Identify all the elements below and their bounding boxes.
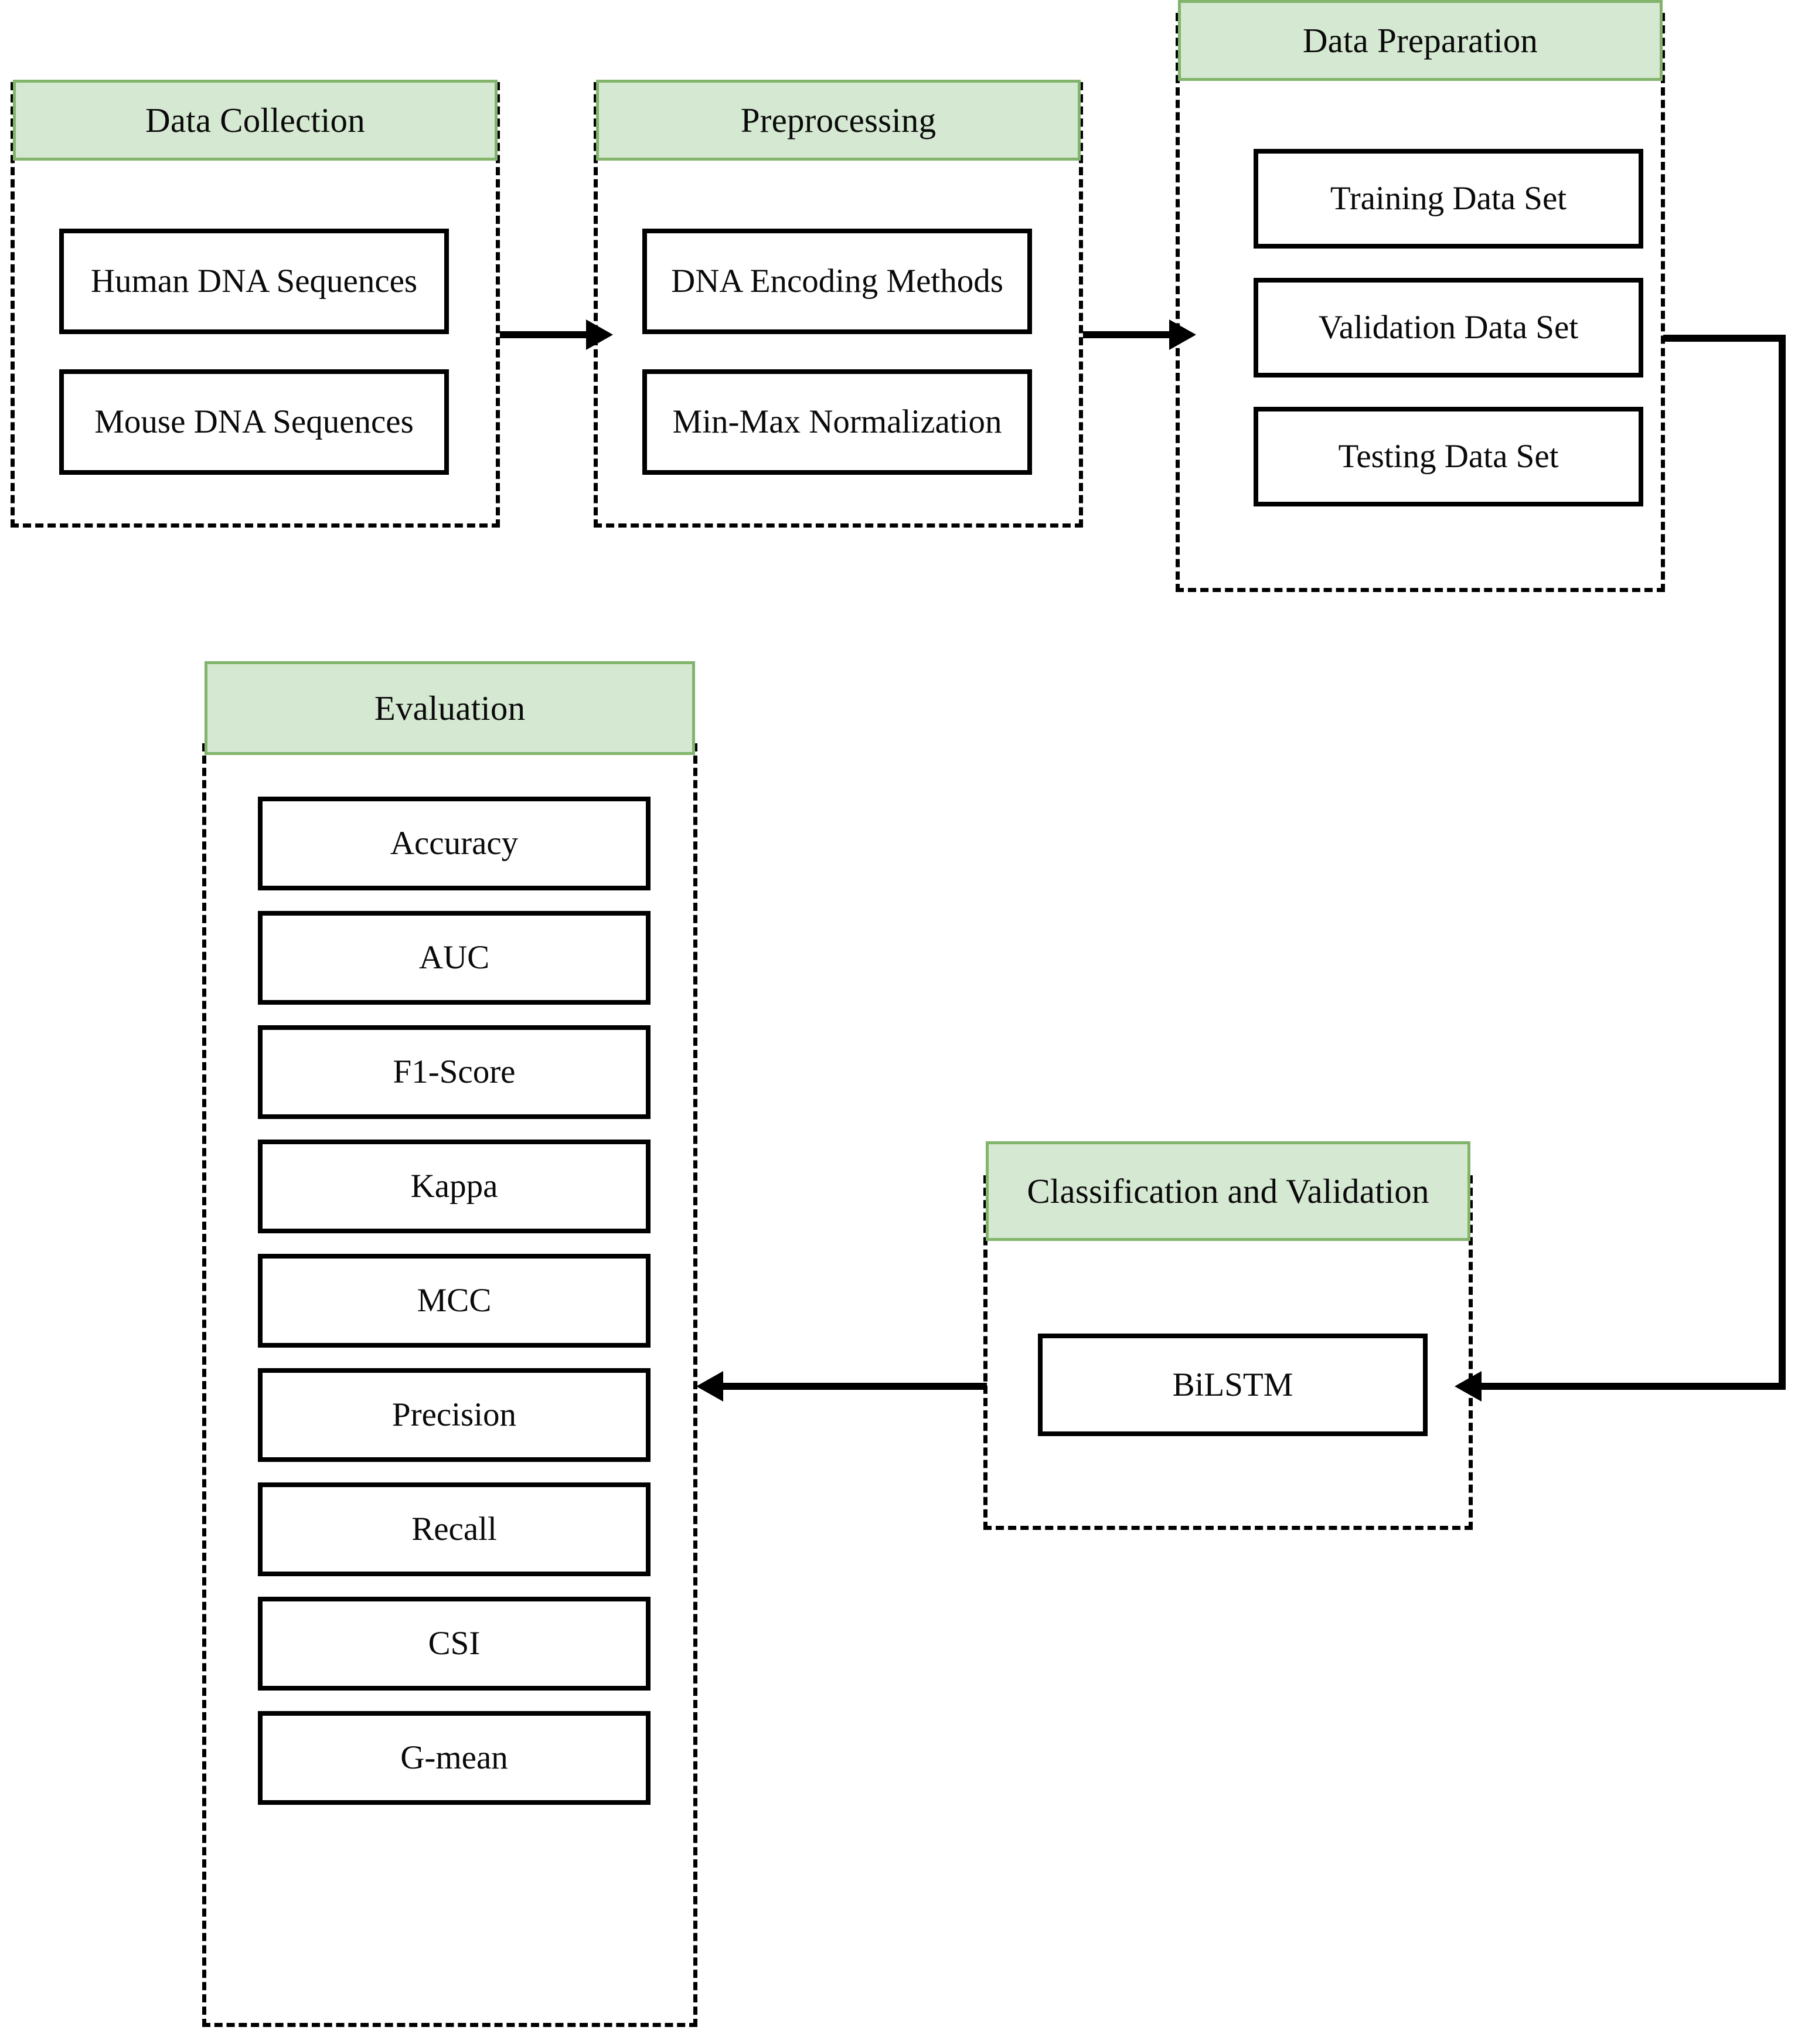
node-label: BiLSTM <box>1172 1366 1293 1403</box>
node-accuracy[interactable]: Accuracy <box>258 797 651 890</box>
node-label: AUC <box>418 939 490 977</box>
node-kappa[interactable]: Kappa <box>258 1140 651 1233</box>
node-csi[interactable]: CSI <box>258 1597 651 1691</box>
data-collection-header-label: Data Collection <box>145 100 365 140</box>
node-label: Accuracy <box>390 825 519 862</box>
node-mouse-dna-sequences[interactable]: Mouse DNA Sequences <box>59 369 449 475</box>
node-human-dna-sequences[interactable]: Human DNA Sequences <box>59 229 449 334</box>
node-g-mean[interactable]: G-mean <box>258 1711 651 1805</box>
node-label: MCC <box>417 1282 492 1319</box>
node-label: Recall <box>411 1511 497 1548</box>
node-f1-score[interactable]: F1-Score <box>258 1025 651 1119</box>
node-testing-data-set[interactable]: Testing Data Set <box>1254 407 1643 506</box>
connector-preparation-to-classification-top <box>1663 335 1786 342</box>
node-label: Training Data Set <box>1330 180 1567 217</box>
classification-and-validation-header-label: Classification and Validation <box>1027 1171 1429 1210</box>
node-precision[interactable]: Precision <box>258 1368 651 1462</box>
data-preparation-header: Data Preparation <box>1178 0 1663 81</box>
preprocessing-header-label: Preprocessing <box>740 100 937 140</box>
node-label: DNA Encoding Methods <box>671 263 1003 300</box>
connector-classification-to-evaluation-arrowhead <box>696 1371 723 1402</box>
node-recall[interactable]: Recall <box>258 1482 651 1576</box>
node-label: Kappa <box>410 1168 498 1205</box>
stage-data-collection: Data Collection Human DNA Sequences Mous… <box>11 80 500 528</box>
node-label: Human DNA Sequences <box>90 263 418 300</box>
node-min-max-normalization[interactable]: Min-Max Normalization <box>642 369 1032 475</box>
data-collection-header: Data Collection <box>13 80 498 161</box>
connector-preparation-to-classification-bottom <box>1482 1383 1786 1390</box>
node-label: Validation Data Set <box>1318 309 1579 346</box>
node-mcc[interactable]: MCC <box>258 1254 651 1348</box>
preprocessing-header: Preprocessing <box>596 80 1081 161</box>
node-label: Precision <box>391 1396 517 1434</box>
connector-preprocessing-to-preparation-line <box>1083 331 1171 338</box>
node-label: Testing Data Set <box>1338 438 1559 475</box>
stage-evaluation: Evaluation Accuracy AUC F1-Score Kappa M… <box>202 661 697 2027</box>
connector-classification-to-evaluation-line <box>723 1383 987 1390</box>
node-label: Mouse DNA Sequences <box>94 403 414 441</box>
stage-data-preparation: Data Preparation Training Data Set Valid… <box>1176 0 1665 592</box>
node-bilstm[interactable]: BiLSTM <box>1038 1334 1428 1436</box>
connector-preparation-to-classification-right <box>1779 335 1786 1390</box>
connector-preprocessing-to-preparation-arrowhead <box>1169 319 1196 350</box>
node-label: G-mean <box>400 1739 508 1777</box>
node-label: CSI <box>428 1625 481 1662</box>
stage-preprocessing: Preprocessing DNA Encoding Methods Min-M… <box>594 80 1083 528</box>
evaluation-header: Evaluation <box>205 661 695 755</box>
connector-preparation-to-classification-arrowhead <box>1455 1371 1482 1402</box>
connector-collection-to-preprocessing-line <box>500 331 588 338</box>
node-validation-data-set[interactable]: Validation Data Set <box>1254 278 1643 377</box>
node-dna-encoding-methods[interactable]: DNA Encoding Methods <box>642 229 1032 334</box>
data-preparation-header-label: Data Preparation <box>1302 21 1538 60</box>
stage-classification-and-validation: Classification and Validation BiLSTM <box>983 1141 1473 1530</box>
node-label: Min-Max Normalization <box>672 403 1002 441</box>
evaluation-header-label: Evaluation <box>374 688 526 727</box>
node-training-data-set[interactable]: Training Data Set <box>1254 149 1643 249</box>
node-auc[interactable]: AUC <box>258 911 651 1005</box>
classification-and-validation-header: Classification and Validation <box>986 1141 1470 1241</box>
connector-collection-to-preprocessing-arrowhead <box>586 319 613 350</box>
node-label: F1-Score <box>393 1053 516 1091</box>
